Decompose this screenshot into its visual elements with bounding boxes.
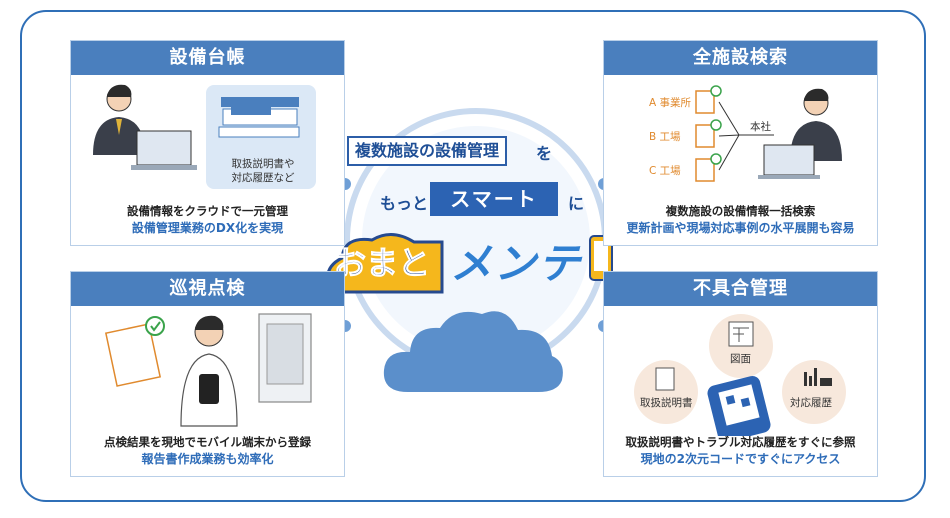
card-defect-management: 不具合管理	[603, 271, 878, 477]
checklist-icon	[695, 119, 722, 148]
history-circle	[782, 360, 846, 424]
tagline-box: 複数施設の設備管理	[347, 136, 508, 166]
logo-text-mente: メンテ	[450, 239, 583, 288]
card-all-facility-search: 全施設検索 A 事業所	[603, 40, 878, 246]
logo-text-omato: おまと	[333, 244, 431, 283]
card-description: 点検結果を現地でモバイル端末から登録	[104, 435, 311, 449]
tagline-smart: スマート	[430, 182, 558, 216]
card-title: 全施設検索	[604, 41, 877, 75]
cloud-icon	[383, 311, 563, 392]
outer-frame	[20, 10, 926, 502]
card-description: 取扱説明書やトラブル対応履歴をすぐに参照	[625, 435, 856, 449]
qr-code-phone-icon	[707, 376, 771, 436]
checklist-icon	[104, 316, 165, 387]
checklist-icon	[695, 85, 722, 114]
card-patrol-inspection: 巡視点検 点検結果を現地でモバイル端末から登録 報告書作成業務も効率化	[70, 271, 345, 477]
card-highlight: 更新計画や現場対応事例の水平展開も容易	[626, 221, 855, 235]
card-highlight: 設備管理業務のDX化を実現	[131, 221, 284, 235]
checklist-icon	[695, 153, 722, 182]
card-title: 不具合管理	[604, 272, 877, 306]
card-equipment-ledger: 設備台帳 取扱説明書や 対応履歴など 設備情報をクラウドで一元管理 設備管理業務…	[70, 40, 345, 246]
product-logo: おまと メンテ	[322, 228, 622, 300]
logo-badge-icon	[326, 233, 613, 294]
chart-icon	[804, 368, 832, 386]
card-description: 設備情報をクラウドで一元管理	[127, 204, 288, 218]
manual-circle	[634, 360, 698, 424]
drawing-icon	[728, 321, 754, 347]
card-description: 複数施設の設備情報一括検索	[665, 204, 816, 218]
tagline-motto: もっと	[380, 194, 429, 213]
card-highlight: 報告書作成業務も効率化	[141, 452, 274, 466]
bubble-text-line2: 対応履歴など	[231, 172, 295, 184]
tagline-particle-wo: を	[536, 144, 553, 163]
defect-illustration	[634, 314, 846, 436]
ledger-illustration	[93, 84, 316, 189]
card-title: 巡視点検	[71, 272, 344, 306]
card-highlight: 現地の2次元コードですぐにアクセス	[640, 452, 841, 466]
patrol-illustration	[104, 313, 312, 427]
search-illustration	[695, 85, 842, 182]
document-icon	[655, 367, 675, 391]
tagline-particle-ni: に	[568, 194, 585, 213]
bubble-text-line1: 取扱説明書や	[231, 158, 295, 170]
card-title: 設備台帳	[71, 41, 344, 75]
